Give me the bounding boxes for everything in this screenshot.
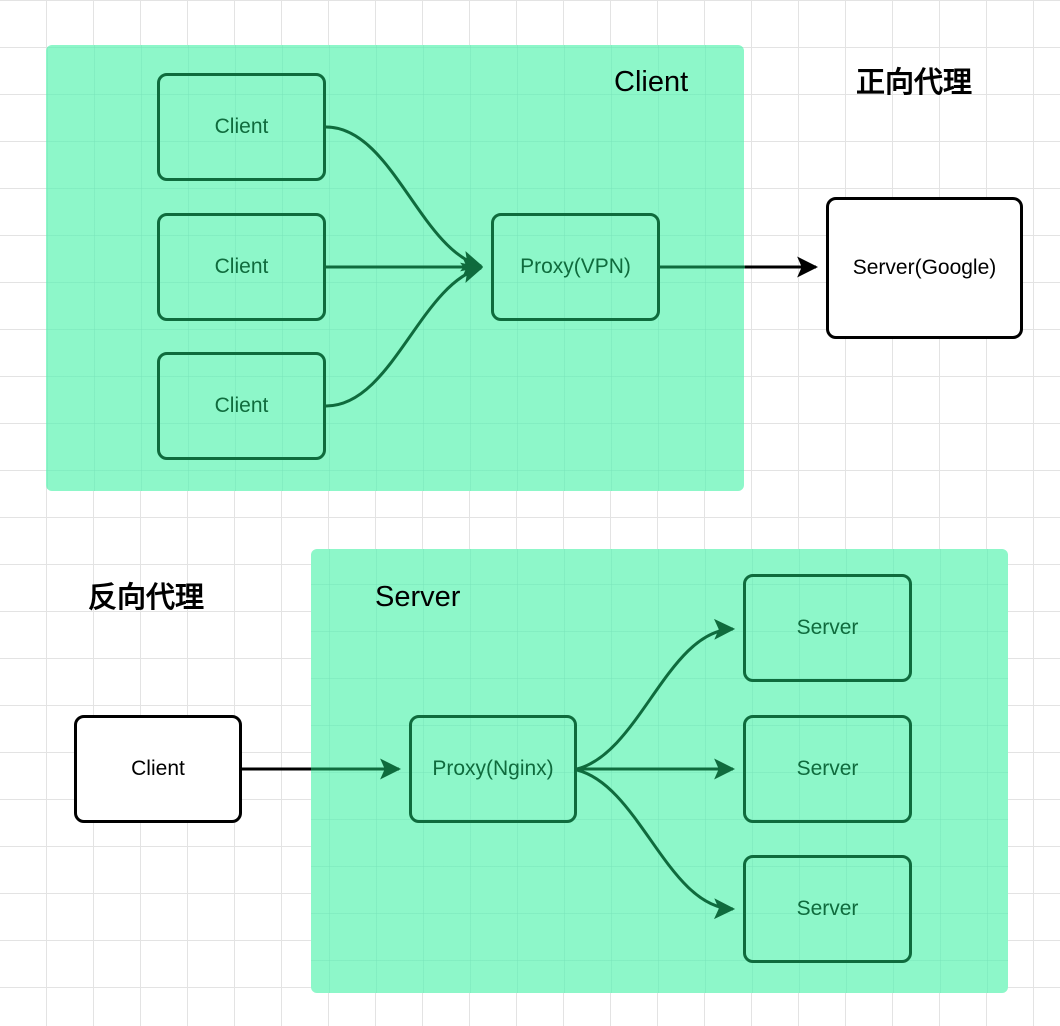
- node-server-1[interactable]: Server: [743, 574, 912, 682]
- node-client-reverse[interactable]: Client: [74, 715, 242, 823]
- node-server-google[interactable]: Server(Google): [826, 197, 1023, 339]
- reverse-proxy-title: 反向代理: [88, 580, 205, 614]
- reverse-proxy-server-zone: [311, 549, 1008, 993]
- client-zone-label: Client: [614, 66, 689, 98]
- forward-proxy-title: 正向代理: [856, 65, 973, 99]
- node-client-3[interactable]: Client: [157, 352, 326, 460]
- node-server-3[interactable]: Server: [743, 855, 912, 963]
- node-proxy-nginx[interactable]: Proxy(Nginx): [409, 715, 577, 823]
- server-zone-label: Server: [375, 581, 461, 613]
- node-proxy-vpn[interactable]: Proxy(VPN): [491, 213, 660, 321]
- node-client-1[interactable]: Client: [157, 73, 326, 181]
- node-server-2[interactable]: Server: [743, 715, 912, 823]
- node-client-2[interactable]: Client: [157, 213, 326, 321]
